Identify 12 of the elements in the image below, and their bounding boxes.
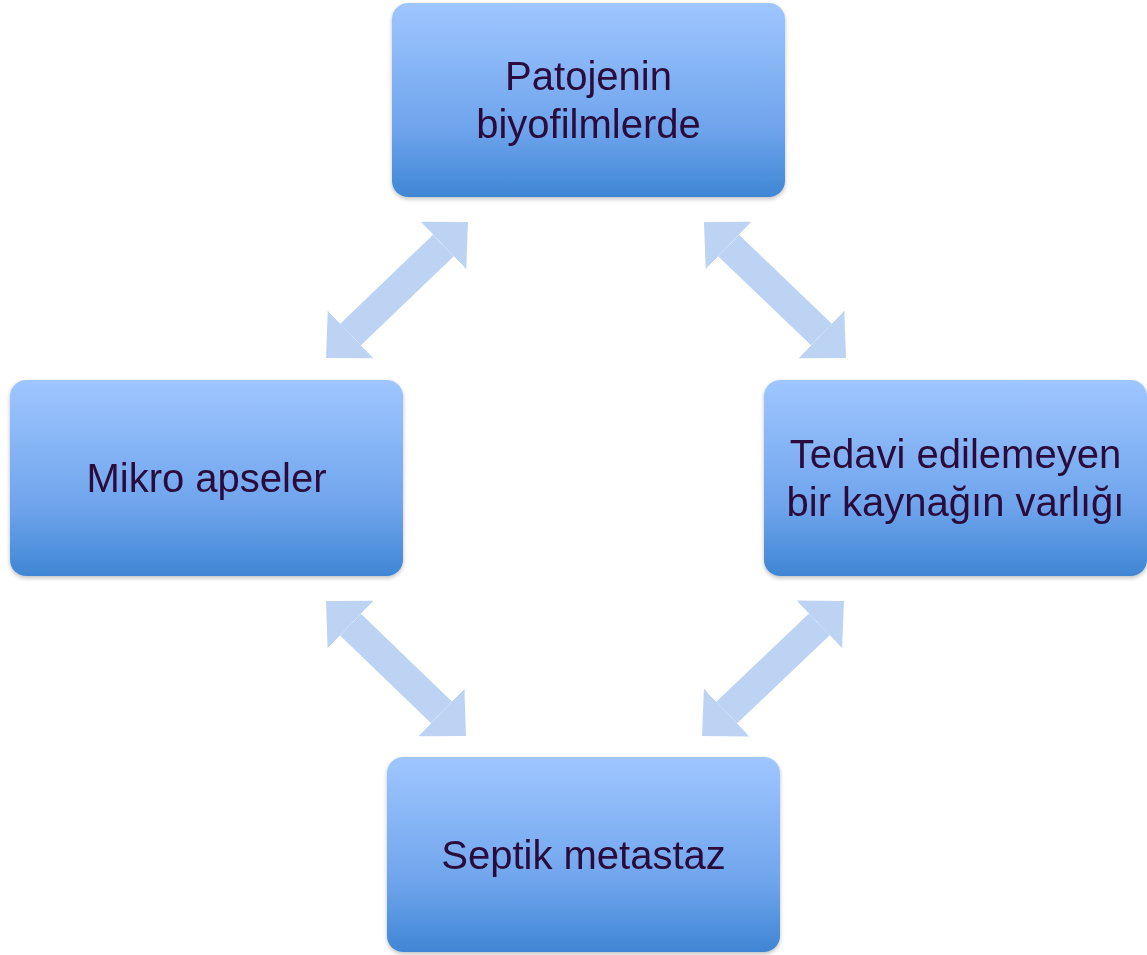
double-arrow xyxy=(326,221,468,359)
box-label: Mikro apseler xyxy=(86,455,327,502)
process-box xyxy=(764,380,1147,576)
process-box xyxy=(387,757,780,952)
process-box xyxy=(10,380,403,576)
process-box xyxy=(392,3,785,197)
box-label: Patojenin biyofilmlerde xyxy=(475,53,702,148)
double-arrow xyxy=(704,221,846,359)
box-label: Septik metastaz xyxy=(441,831,726,879)
double-arrow xyxy=(326,600,466,737)
box-label: Tedavi edilemeyen bir kaynağın varlığı xyxy=(785,431,1126,526)
double-arrow xyxy=(702,600,844,737)
